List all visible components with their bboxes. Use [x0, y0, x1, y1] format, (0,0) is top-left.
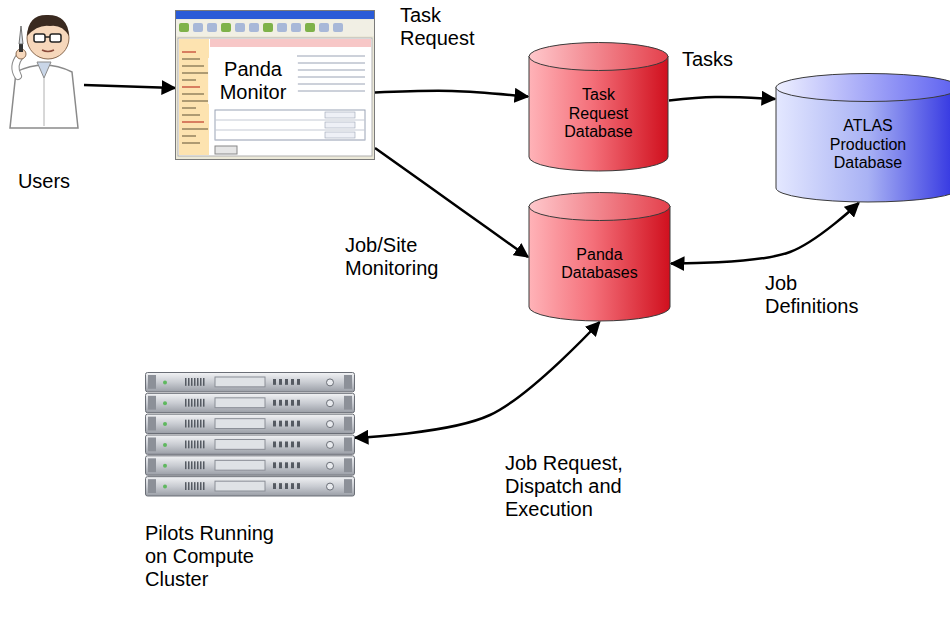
cylinder-top: [776, 74, 950, 102]
flow-label: Tasks: [680, 48, 754, 71]
user-figure: Users: [4, 0, 84, 193]
node-label: ATLAS Production Database: [816, 117, 920, 172]
label-holder: ATLAS Production Database: [775, 103, 950, 187]
cylinder-top: [529, 193, 670, 221]
node-label: Panda Monitor: [208, 58, 298, 104]
monitor-screenshot: Panda Monitor: [175, 10, 375, 160]
user-icon: [4, 0, 84, 130]
server-unit: [146, 393, 355, 412]
flow-label: Job Request, Dispatch and Execution: [503, 452, 635, 521]
node-label: Task Request Database: [558, 86, 640, 141]
node-label: Panda Databases: [554, 246, 646, 283]
server-rack: [145, 372, 355, 497]
cylinder-top: [529, 43, 668, 71]
database-cylinder: Panda Databases: [528, 192, 671, 322]
flow-label: Job Definitions: [763, 272, 879, 318]
flow-arrow: [355, 322, 600, 438]
flow-label: Task Request: [398, 4, 502, 50]
database-cylinder: Task Request Database: [528, 42, 669, 172]
flow-label: Job/Site Monitoring: [343, 234, 465, 280]
compute-cluster: Pilots Running on Compute Cluster: [145, 372, 355, 591]
label-holder: Panda Databases: [528, 222, 671, 306]
label-holder: Task Request Database: [528, 72, 669, 156]
server-unit: [146, 456, 355, 475]
label-holder: Pilots Running on Compute Cluster: [145, 522, 295, 591]
cylinder-body: [776, 87, 950, 202]
server-unit: [146, 435, 355, 454]
label-holder: Users: [4, 170, 84, 193]
node-label: Users: [4, 170, 84, 193]
node-label: Pilots Running on Compute Cluster: [145, 522, 295, 591]
database-cylinder: ATLAS Production Database: [775, 73, 950, 203]
label-holder: Panda Monitor: [208, 58, 298, 104]
server-unit: [146, 414, 355, 433]
flow-arrow: [84, 85, 175, 88]
cylinder-body: [529, 56, 668, 171]
flow-arrow: [375, 91, 528, 97]
server-unit: [146, 477, 355, 496]
cylinder-body: [529, 206, 670, 321]
flow-arrow: [669, 97, 775, 101]
flow-arrow: [671, 203, 859, 264]
server-unit: [146, 373, 355, 392]
